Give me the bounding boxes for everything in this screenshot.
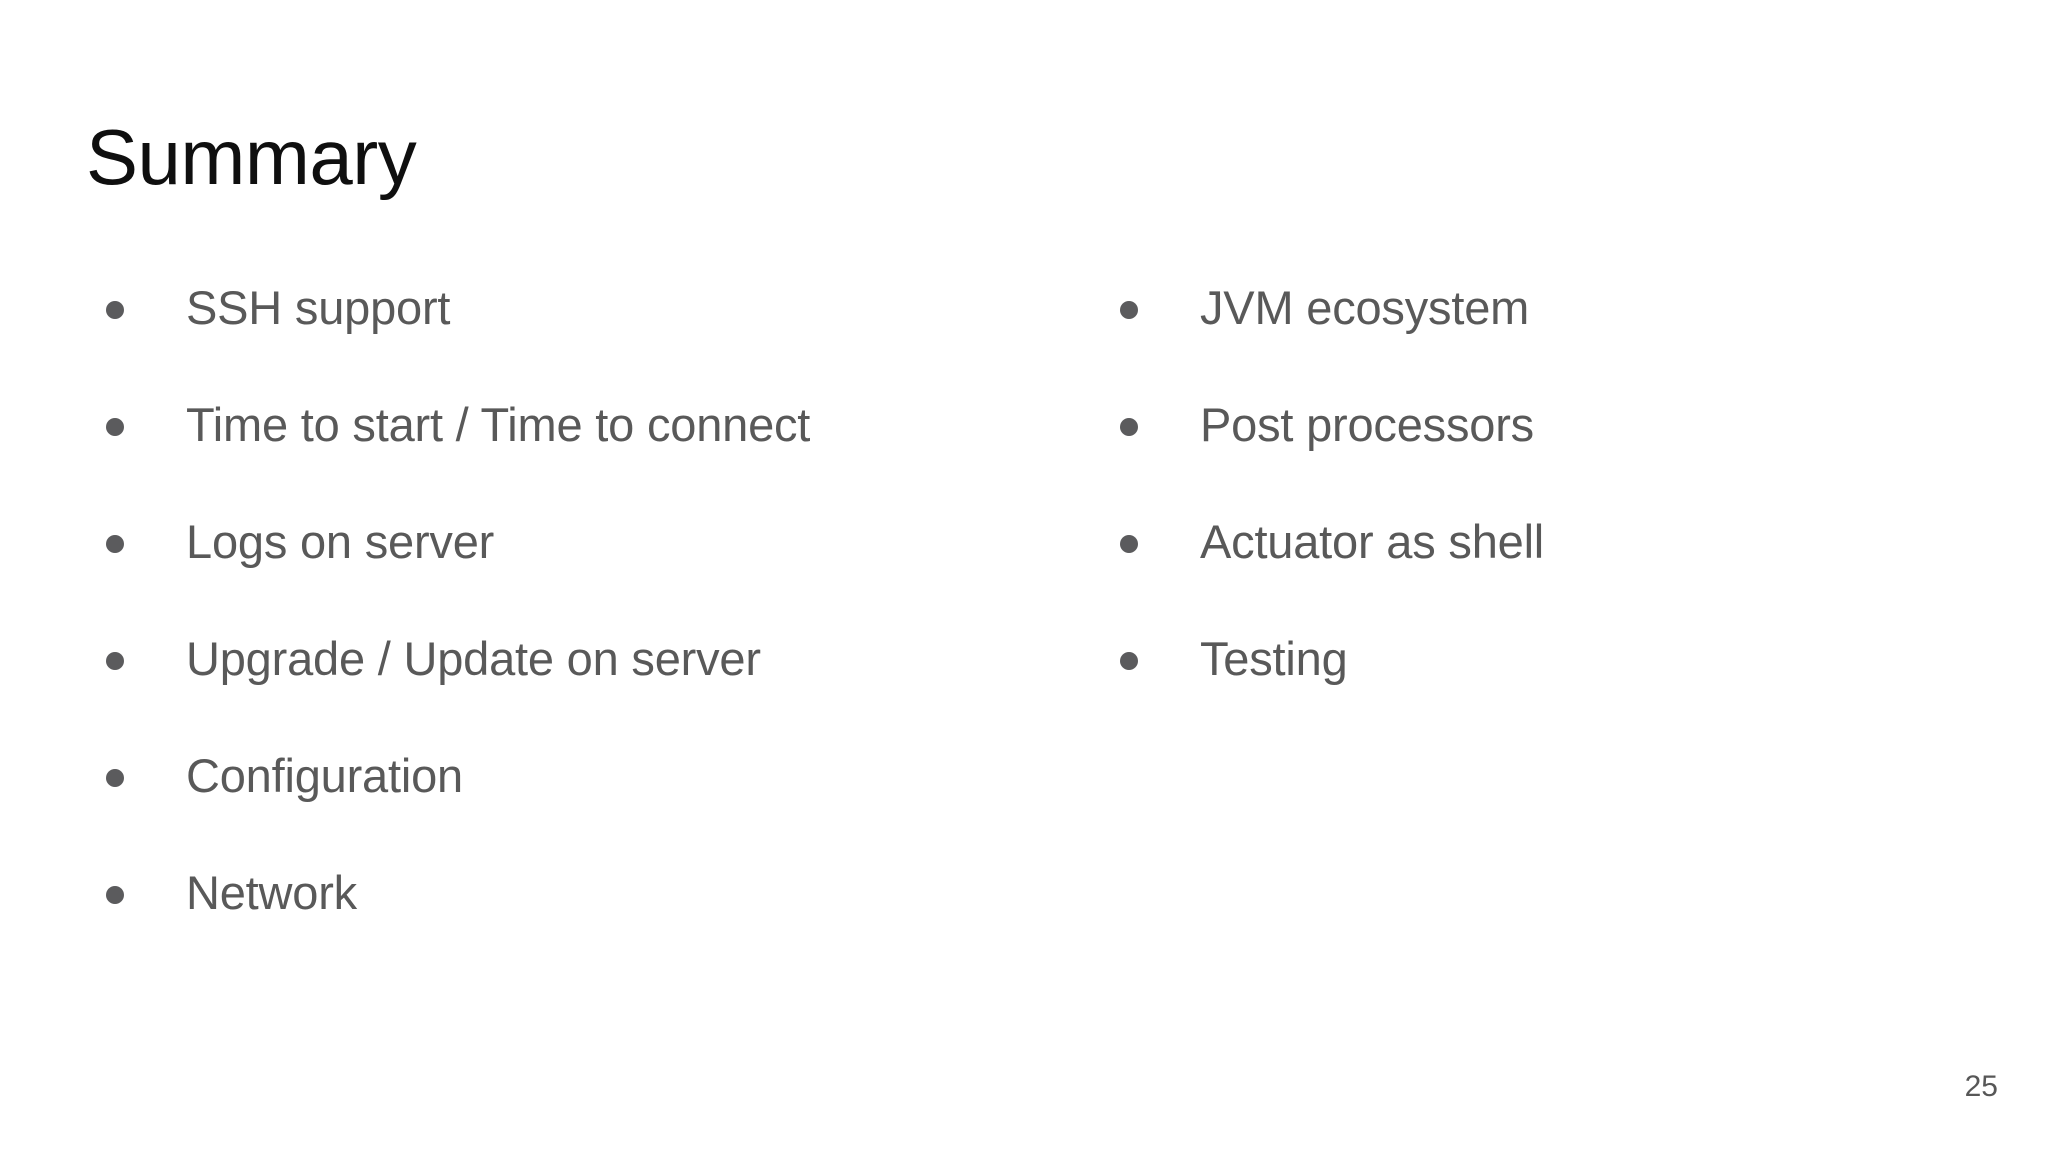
bullet-dot-icon [106,301,124,319]
list-item: Upgrade / Update on server [106,632,1046,751]
list-item-label: Post processors [1200,398,1534,451]
list-item: Actuator as shell [1120,515,2000,634]
bullet-dot-icon [1120,418,1138,436]
list-item: SSH support [106,281,1046,400]
bullet-dot-icon [106,535,124,553]
page-number: 25 [1964,1070,1998,1103]
list-item-label: Network [186,866,357,919]
bullet-dot-icon [1120,301,1138,319]
list-item-label: Upgrade / Update on server [186,632,761,685]
bullet-dot-icon [1120,535,1138,553]
list-item-label: SSH support [186,281,451,334]
list-item: Network [106,866,1046,985]
list-item: Post processors [1120,398,2000,517]
list-item: Logs on server [106,515,1046,634]
list-item-label: Actuator as shell [1200,515,1545,568]
list-item-label: Logs on server [186,515,495,568]
list-item-label: JVM ecosystem [1200,281,1530,334]
bullet-dot-icon [1120,652,1138,670]
list-item-label: Configuration [186,749,463,802]
list-item: Testing [1120,632,2000,751]
list-item: Configuration [106,749,1046,868]
bullet-dot-icon [106,652,124,670]
list-item: Time to start / Time to connect [106,398,1046,517]
bullet-column-right: JVM ecosystem Post processors Actuator a… [1120,281,2000,751]
list-item-label: Time to start / Time to connect [186,398,811,451]
bullet-dot-icon [106,418,124,436]
bullet-dot-icon [106,769,124,787]
list-item: JVM ecosystem [1120,281,2000,400]
bullet-column-left: SSH support Time to start / Time to conn… [106,281,1046,985]
bullet-dot-icon [106,886,124,904]
list-item-label: Testing [1200,632,1348,685]
page-title: Summary [86,113,417,201]
